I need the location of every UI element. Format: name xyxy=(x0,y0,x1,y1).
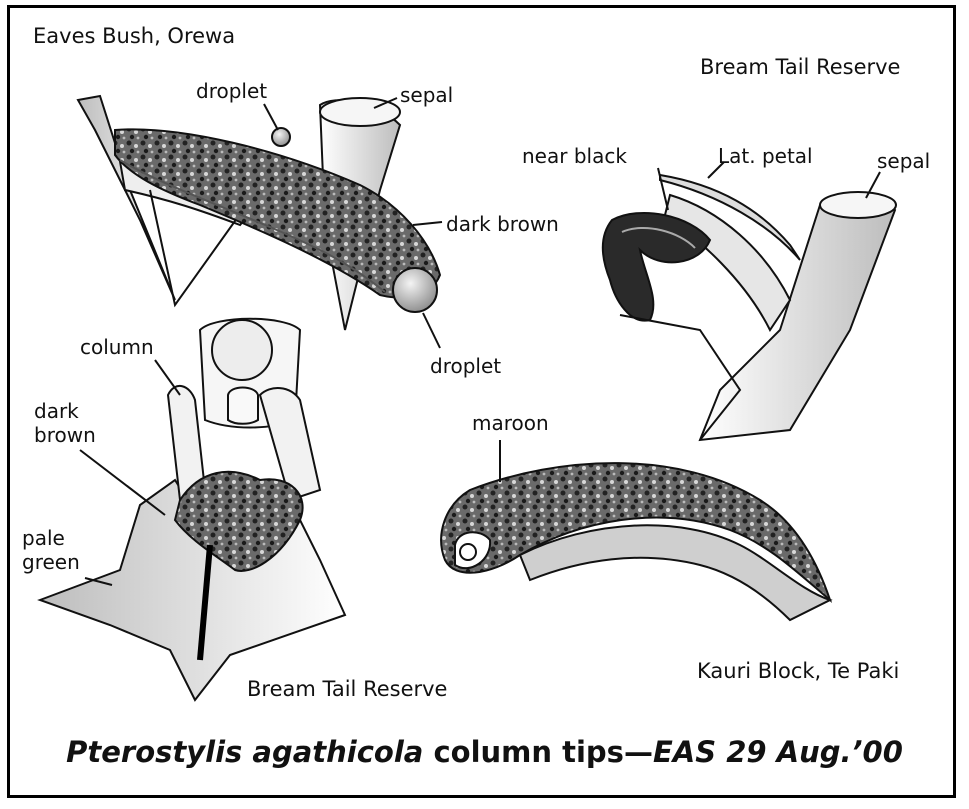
label-near-black: near black xyxy=(522,145,627,167)
label-droplet-bottom: droplet xyxy=(430,355,501,377)
drawing-bream-tail-top xyxy=(603,162,896,440)
drawing-bream-tail-bottom xyxy=(40,319,345,700)
drawing-eaves-bush xyxy=(78,96,442,348)
caption-credit: EAS 29 Aug.’00 xyxy=(653,735,903,769)
label-lat-petal: Lat. petal xyxy=(718,145,813,167)
label-maroon: maroon xyxy=(472,412,549,434)
caption-middle: column tips— xyxy=(423,735,653,769)
location-kauri-block: Kauri Block, Te Paki xyxy=(697,660,899,683)
label-dark-brown-right: dark brown xyxy=(446,213,559,235)
drawing-kauri-block xyxy=(441,440,830,620)
label-sepal-top: sepal xyxy=(400,84,453,106)
location-bream-tail-top: Bream Tail Reserve xyxy=(700,56,900,79)
label-dark-brown-left-2: brown xyxy=(34,424,96,446)
label-pale-green-2: green xyxy=(22,551,80,573)
plate-caption: Pterostylis agathicola column tips—EAS 2… xyxy=(0,735,969,769)
label-pale-green-1: pale xyxy=(22,527,65,549)
location-bream-tail-bottom: Bream Tail Reserve xyxy=(247,678,447,701)
label-column: column xyxy=(80,336,154,358)
label-droplet-top: droplet xyxy=(196,80,267,102)
caption-species: Pterostylis agathicola xyxy=(66,735,423,769)
label-sepal-right: sepal xyxy=(877,150,930,172)
label-dark-brown-left-1: dark xyxy=(34,400,79,422)
location-eaves-bush: Eaves Bush, Orewa xyxy=(33,25,235,48)
